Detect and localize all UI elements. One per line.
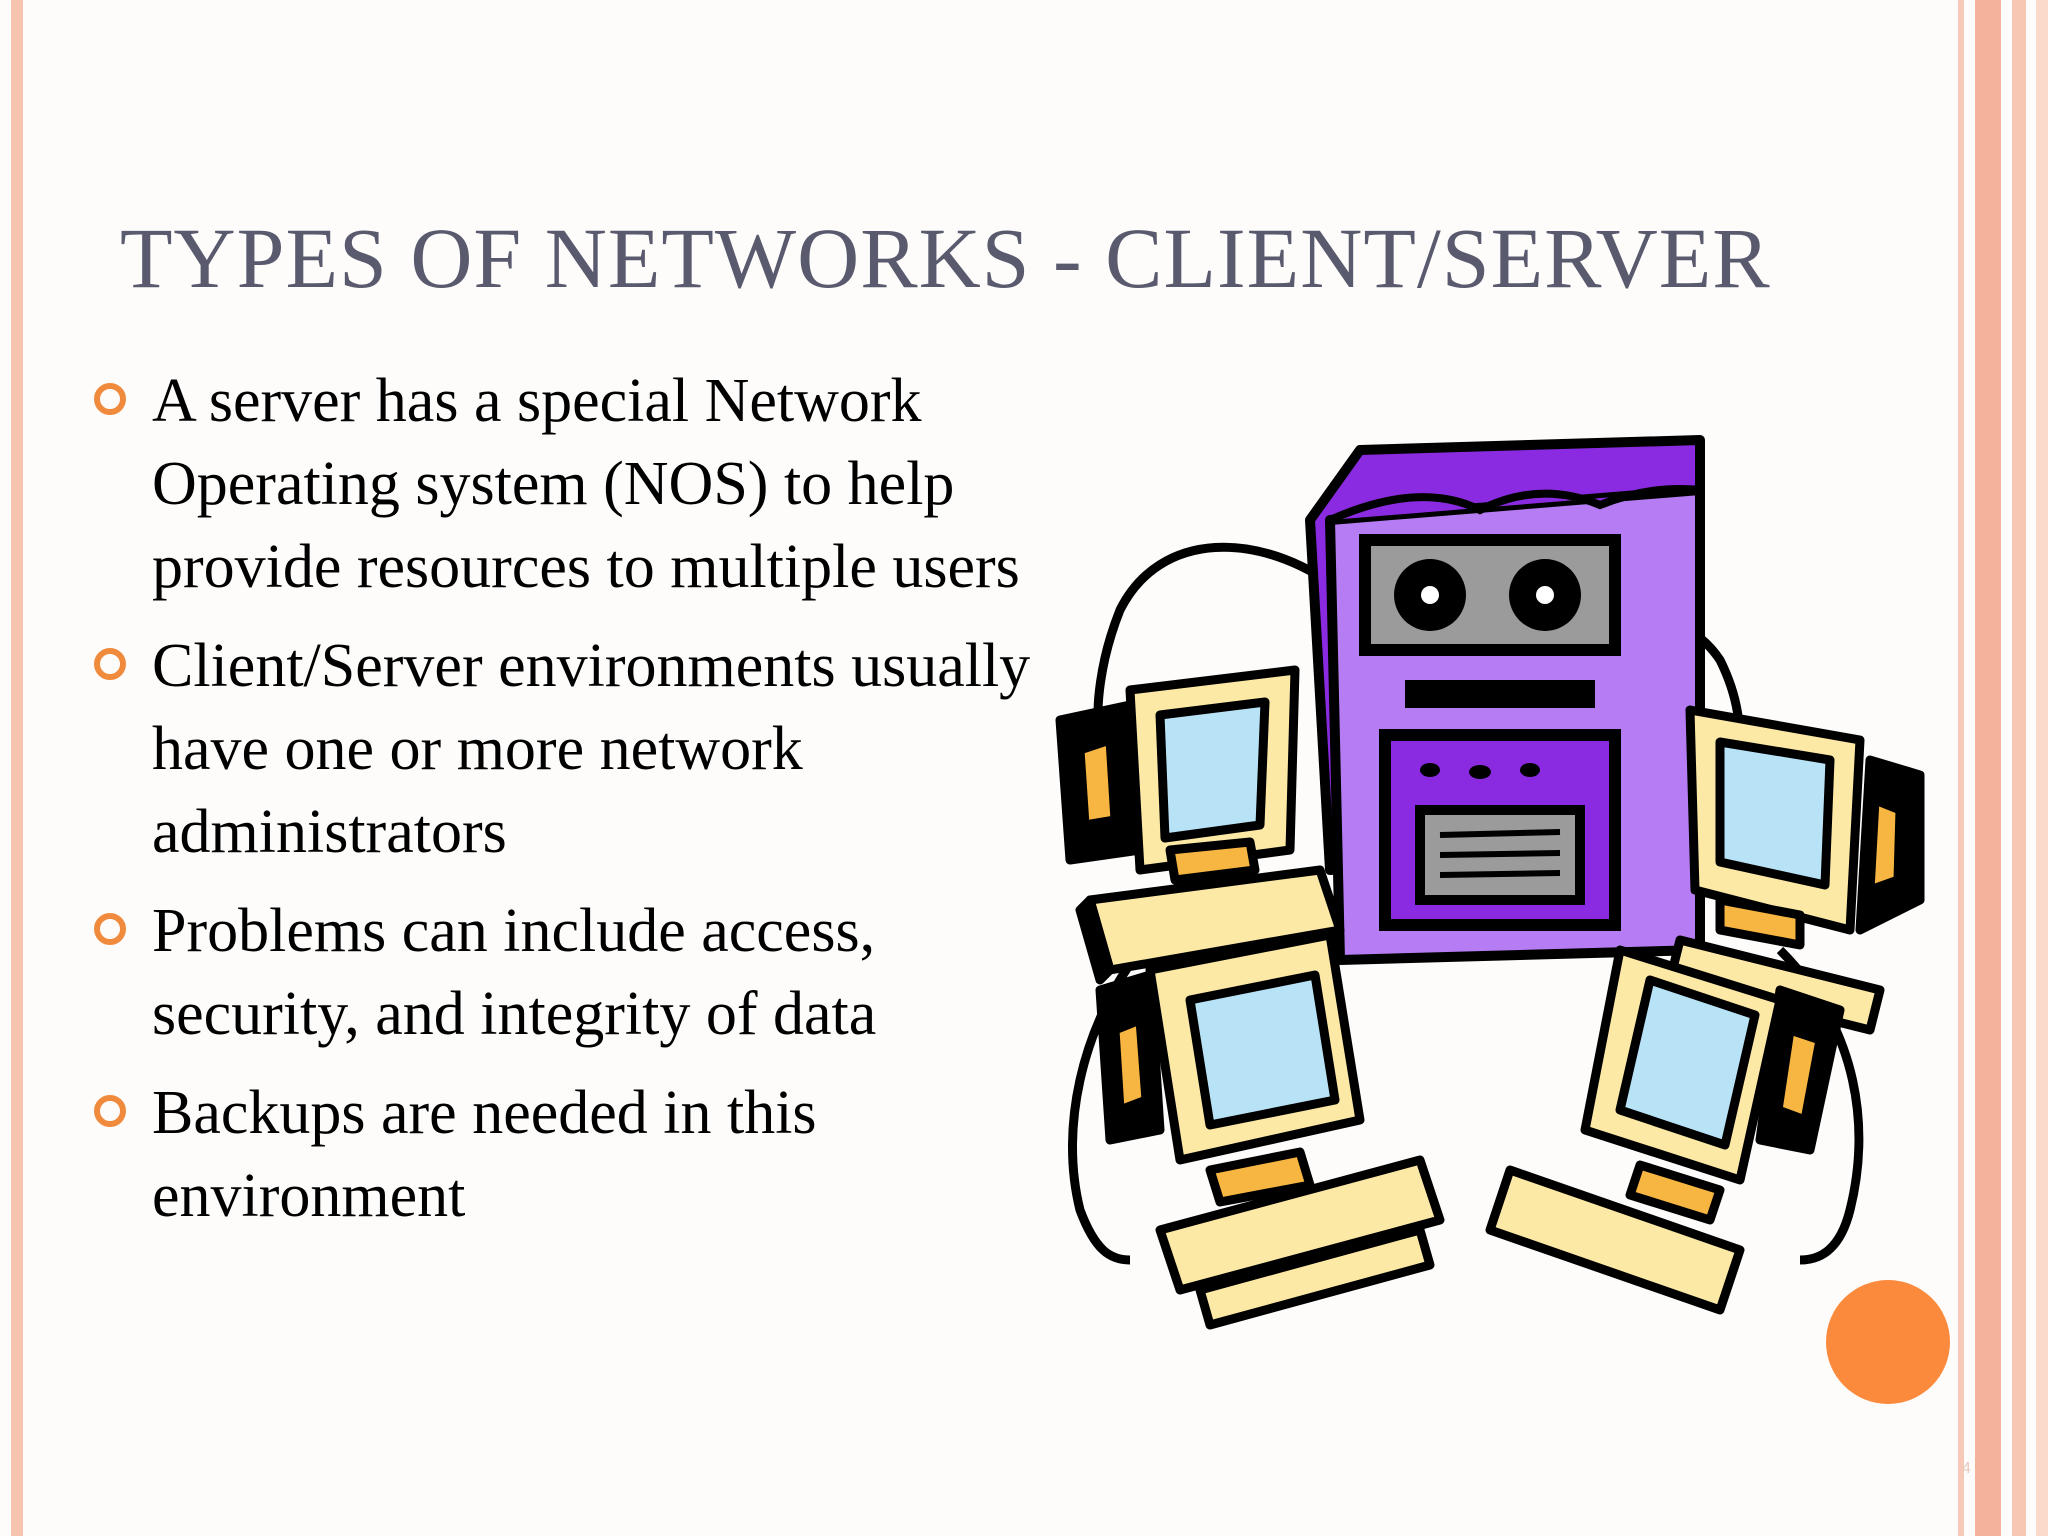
- bullet-text: A server has a special Network Operating…: [152, 367, 1020, 601]
- right-frame-stripe: [1975, 0, 2001, 1536]
- client-computer-icon: [1485, 945, 1845, 1315]
- bullet-item: Client/Server environments usually have …: [90, 625, 1050, 874]
- decorative-orange-circle: [1826, 1280, 1950, 1404]
- client-server-network-illustration: [1055, 435, 1925, 1330]
- client-computer-icon: [1055, 665, 1345, 985]
- slide-title: TYPES OF NETWORKS - CLIENT/SERVER: [120, 210, 1771, 306]
- bullet-ring-icon: [94, 648, 126, 680]
- bullet-text: Problems can include access, security, a…: [152, 897, 877, 1048]
- bullet-ring-icon: [94, 1095, 126, 1127]
- server-tower-icon: [1305, 435, 1705, 965]
- bullet-item: Problems can include access, security, a…: [90, 890, 1050, 1056]
- right-frame-stripe: [1958, 0, 1964, 1536]
- left-frame-stripe: [11, 0, 23, 1536]
- right-frame-stripe: [2012, 0, 2026, 1536]
- bullet-item: Backups are needed in this environment: [90, 1072, 1050, 1238]
- bullet-ring-icon: [94, 383, 126, 415]
- bullet-ring-icon: [94, 913, 126, 945]
- slide-number: 4: [1962, 1460, 1971, 1477]
- bullet-item: A server has a special Network Operating…: [90, 360, 1050, 609]
- bullet-list: A server has a special Network Operating…: [90, 360, 1050, 1254]
- right-frame-stripe: [2036, 0, 2048, 1536]
- bullet-text: Client/Server environments usually have …: [152, 632, 1031, 866]
- bullet-text: Backups are needed in this environment: [152, 1079, 817, 1230]
- client-computer-icon: [1095, 930, 1445, 1330]
